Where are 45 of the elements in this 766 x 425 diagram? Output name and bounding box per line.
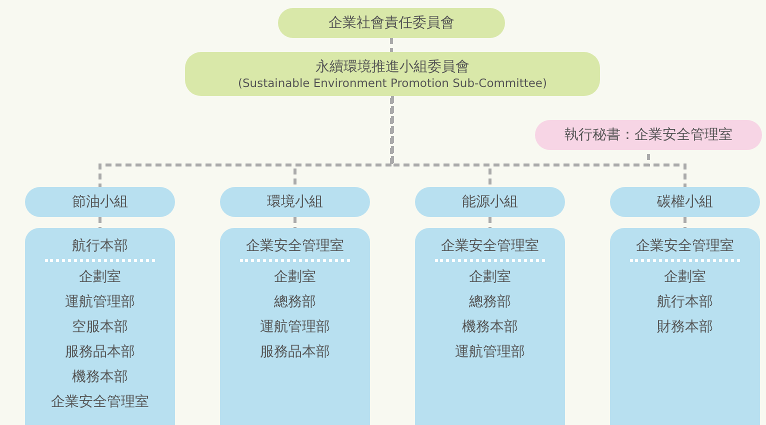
member-unit-text: 運航管理部 bbox=[65, 293, 135, 312]
connector-line bbox=[684, 217, 686, 228]
team-box bbox=[415, 187, 565, 217]
box-title: 企業社會責任委員會 bbox=[328, 14, 454, 32]
box-title: 能源小組 bbox=[462, 193, 518, 211]
box-title: 執行秘書：企業安全管理室 bbox=[564, 126, 732, 144]
box-title: 碳權小組 bbox=[657, 193, 713, 211]
connector-line bbox=[98, 217, 102, 228]
member-unit-text: 運航管理部 bbox=[455, 343, 525, 362]
connector-line bbox=[294, 217, 296, 228]
member-unit-text: 企業安全管理室 bbox=[51, 393, 149, 412]
member-unit-text: 財務本部 bbox=[657, 318, 713, 337]
team-box bbox=[220, 187, 370, 217]
team-box bbox=[610, 187, 760, 217]
member-list-box bbox=[610, 228, 760, 425]
member-unit-text: 機務本部 bbox=[462, 318, 518, 337]
member-unit-text: 服務品本部 bbox=[260, 343, 330, 362]
member-list-box bbox=[25, 228, 175, 425]
box-title: 永續環境推進小組委員會 bbox=[316, 58, 470, 76]
connector-line bbox=[391, 96, 686, 187]
lead-unit-text: 企業安全管理室 bbox=[441, 237, 539, 256]
team-box bbox=[25, 187, 175, 217]
member-unit-text: 企劃室 bbox=[664, 268, 706, 287]
lead-unit-text: 航行本部 bbox=[72, 237, 128, 256]
secretary-box bbox=[535, 120, 762, 150]
member-unit-text: 航行本部 bbox=[657, 293, 713, 312]
member-unit-text: 企劃室 bbox=[274, 268, 316, 287]
member-unit-text: 機務本部 bbox=[72, 368, 128, 387]
member-unit-text: 總務部 bbox=[274, 293, 316, 312]
member-unit-text: 運航管理部 bbox=[260, 318, 330, 337]
member-unit-text: 企劃室 bbox=[469, 268, 511, 287]
member-unit-text: 企劃室 bbox=[79, 268, 121, 287]
member-unit-text: 服務品本部 bbox=[65, 343, 135, 362]
member-list-box bbox=[415, 228, 565, 425]
lead-unit-text: 企業安全管理室 bbox=[636, 237, 734, 256]
box-subtitle: (Sustainable Environment Promotion Sub-Committee) bbox=[238, 76, 547, 90]
connector-line bbox=[488, 217, 492, 228]
sub-committee-box bbox=[185, 52, 600, 96]
box-title: 節油小組 bbox=[72, 193, 128, 211]
lead-unit-text: 企業安全管理室 bbox=[246, 237, 344, 256]
member-unit-text: 總務部 bbox=[469, 293, 511, 312]
committee-box bbox=[278, 8, 505, 38]
box-title: 環境小組 bbox=[267, 193, 323, 211]
member-list-box bbox=[220, 228, 370, 425]
member-unit-text: 空服本部 bbox=[72, 318, 128, 337]
